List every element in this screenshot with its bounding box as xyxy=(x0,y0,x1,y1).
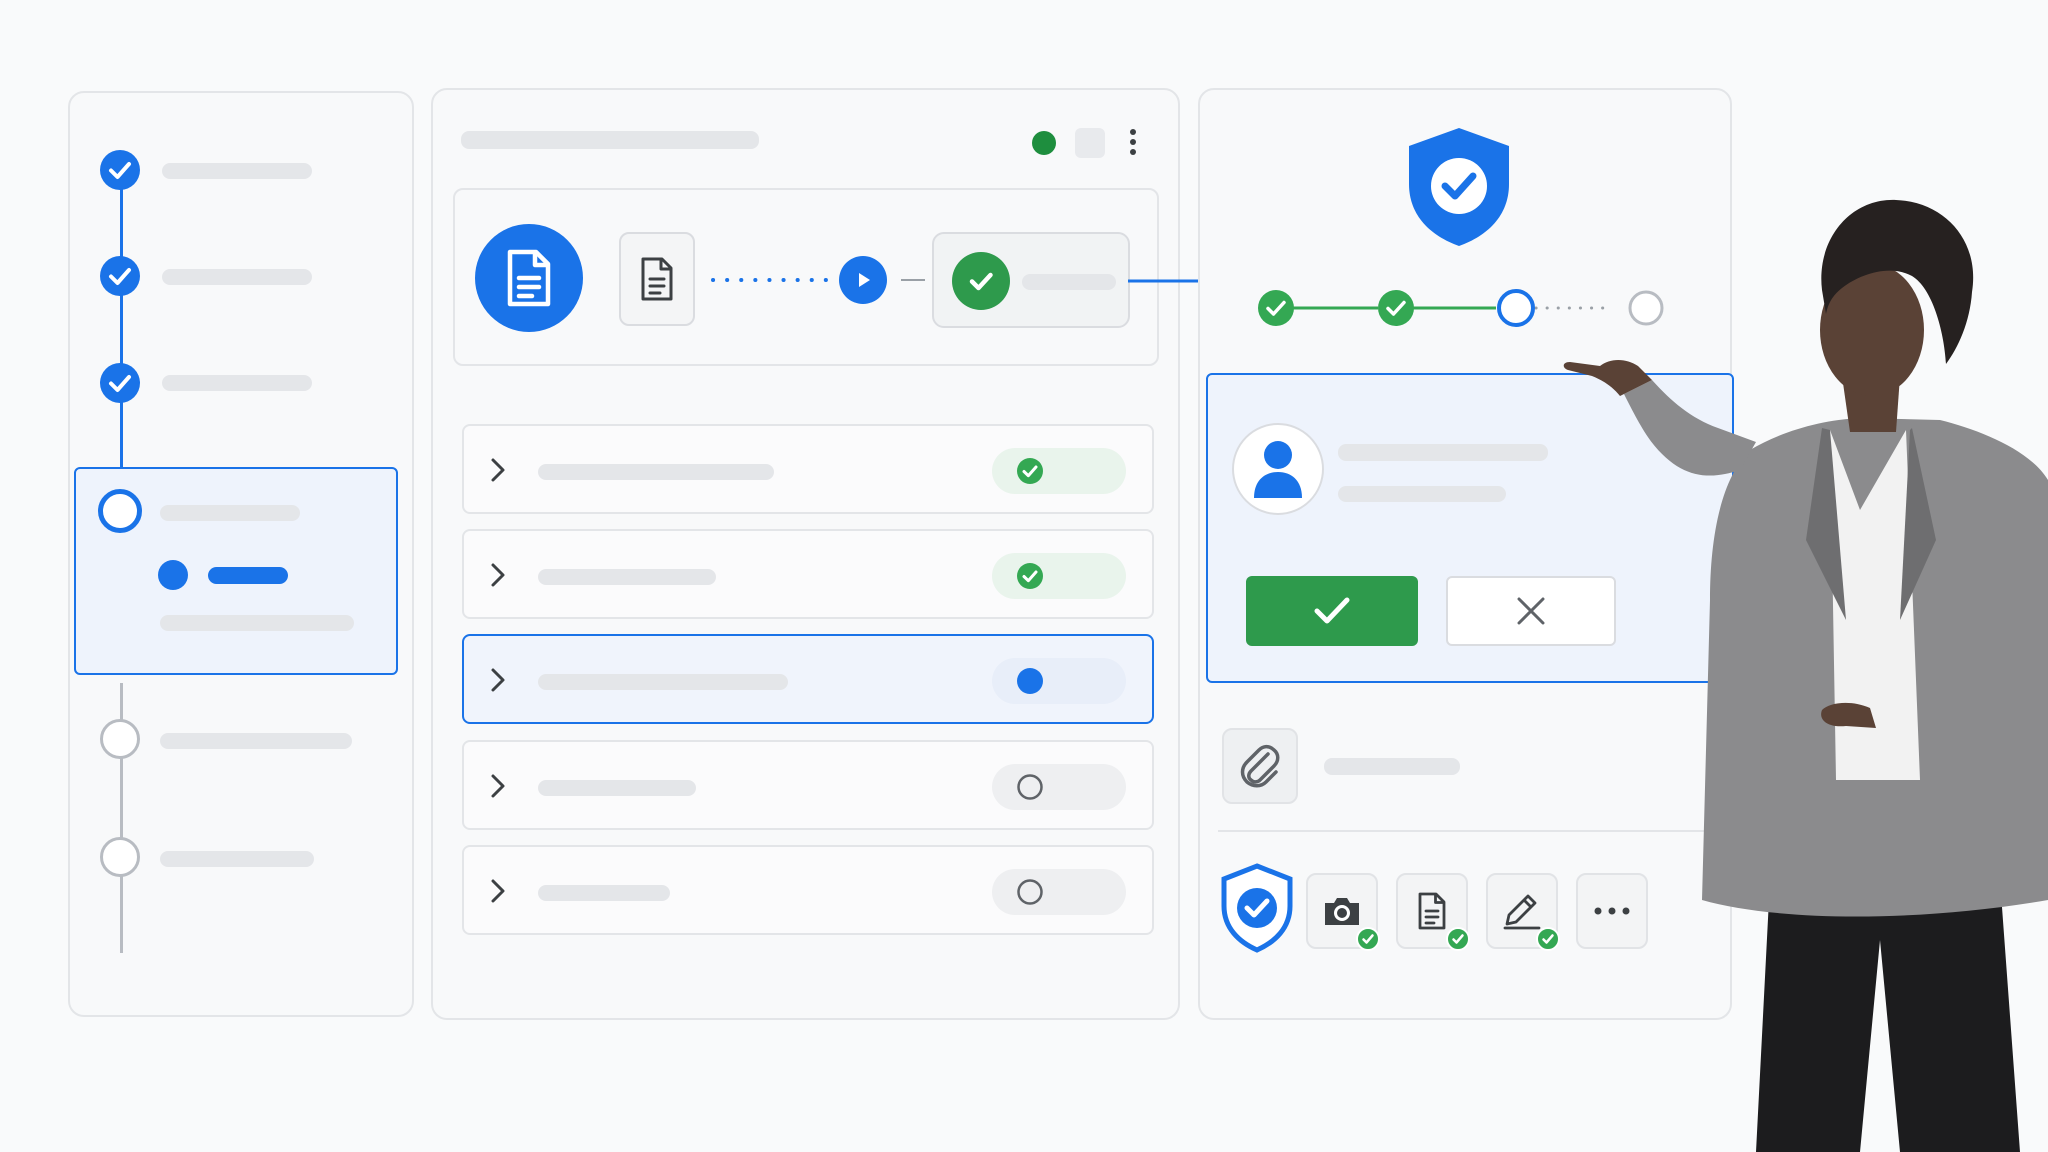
shield-check-icon xyxy=(1403,124,1515,250)
empty-circle-icon xyxy=(1016,878,1044,906)
flow-card xyxy=(453,188,1159,366)
flow-connector xyxy=(901,279,925,281)
task-row-3-active[interactable] xyxy=(462,634,1154,724)
progress-stepper xyxy=(1256,286,1666,330)
person-icon xyxy=(1232,423,1324,515)
more-horizontal-icon[interactable] xyxy=(1576,873,1648,949)
verified-check-icon xyxy=(1446,927,1470,951)
reject-button[interactable] xyxy=(1446,576,1616,646)
shield-check-icon[interactable] xyxy=(1220,862,1294,954)
task-row-label-placeholder xyxy=(538,674,788,690)
active-dot-icon xyxy=(158,560,188,590)
status-pill xyxy=(992,764,1126,810)
requester-name-placeholder xyxy=(1338,444,1548,461)
active-progress-bar xyxy=(208,567,288,584)
step-title-placeholder xyxy=(160,505,300,521)
approve-button[interactable] xyxy=(1246,576,1418,646)
step-3-label-placeholder xyxy=(162,375,312,391)
step-2-label-placeholder xyxy=(162,269,312,285)
chevron-right-icon[interactable] xyxy=(490,562,506,588)
task-row-label-placeholder xyxy=(538,569,716,585)
step-connector-pending xyxy=(120,683,123,953)
success-step-tile[interactable] xyxy=(932,232,1130,328)
task-row-label-placeholder xyxy=(538,464,774,480)
document-tool[interactable] xyxy=(1396,873,1470,951)
close-icon xyxy=(1517,597,1545,625)
chevron-right-icon[interactable] xyxy=(490,878,506,904)
status-pill xyxy=(992,448,1126,494)
step-4-current-ring-icon[interactable] xyxy=(98,489,142,533)
step-3-check-icon[interactable] xyxy=(100,363,140,403)
chevron-right-icon[interactable] xyxy=(490,773,506,799)
task-row-5[interactable] xyxy=(462,845,1154,935)
camera-tool[interactable] xyxy=(1306,873,1380,951)
signature-icon xyxy=(1503,894,1541,930)
person-pointing-figure xyxy=(1560,180,2048,1152)
step-list-panel xyxy=(68,91,414,1017)
document-icon[interactable] xyxy=(619,232,695,326)
more-vertical-icon[interactable] xyxy=(1129,128,1137,158)
task-row-4[interactable] xyxy=(462,740,1154,830)
verified-check-icon xyxy=(1536,927,1560,951)
empty-circle-icon xyxy=(1016,773,1044,801)
step-1-label-placeholder xyxy=(162,163,312,179)
success-label-placeholder xyxy=(1022,274,1116,290)
step-2-check-icon[interactable] xyxy=(100,256,140,296)
document-source-icon[interactable] xyxy=(475,224,583,332)
task-row-2[interactable] xyxy=(462,529,1154,619)
workflow-panel xyxy=(431,88,1180,1020)
step-connector-complete xyxy=(120,173,123,473)
step-1-check-icon[interactable] xyxy=(100,150,140,190)
status-pill xyxy=(992,869,1126,915)
status-pill xyxy=(992,658,1126,704)
check-circle-icon xyxy=(1016,562,1044,590)
task-row-label-placeholder xyxy=(538,885,670,901)
step-6-ring-icon[interactable] xyxy=(100,837,140,877)
dotted-connector xyxy=(711,277,831,283)
check-circle-icon xyxy=(1016,457,1044,485)
attachment-name-placeholder xyxy=(1324,758,1460,775)
document-icon xyxy=(1418,892,1446,930)
chevron-right-icon[interactable] xyxy=(490,457,506,483)
step-6-label-placeholder xyxy=(160,851,314,867)
signature-tool[interactable] xyxy=(1486,873,1560,951)
divider xyxy=(1218,830,1710,832)
blue-dot-icon xyxy=(1016,667,1044,695)
check-icon xyxy=(1314,597,1350,624)
status-dot-icon xyxy=(1032,131,1056,155)
camera-icon xyxy=(1325,898,1359,925)
paperclip-icon[interactable] xyxy=(1222,728,1298,804)
task-row-label-placeholder xyxy=(538,780,696,796)
square-icon[interactable] xyxy=(1075,128,1105,158)
workflow-title-placeholder xyxy=(461,131,759,149)
task-row-1[interactable] xyxy=(462,424,1154,514)
requester-detail-placeholder xyxy=(1338,486,1506,502)
status-pill xyxy=(992,553,1126,599)
step-detail-placeholder xyxy=(160,615,354,631)
play-icon[interactable] xyxy=(839,256,887,304)
chevron-right-icon[interactable] xyxy=(490,667,506,693)
step-5-ring-icon[interactable] xyxy=(100,719,140,759)
step-5-label-placeholder xyxy=(160,733,352,749)
verified-check-icon xyxy=(1356,927,1380,951)
check-icon xyxy=(952,252,1010,310)
